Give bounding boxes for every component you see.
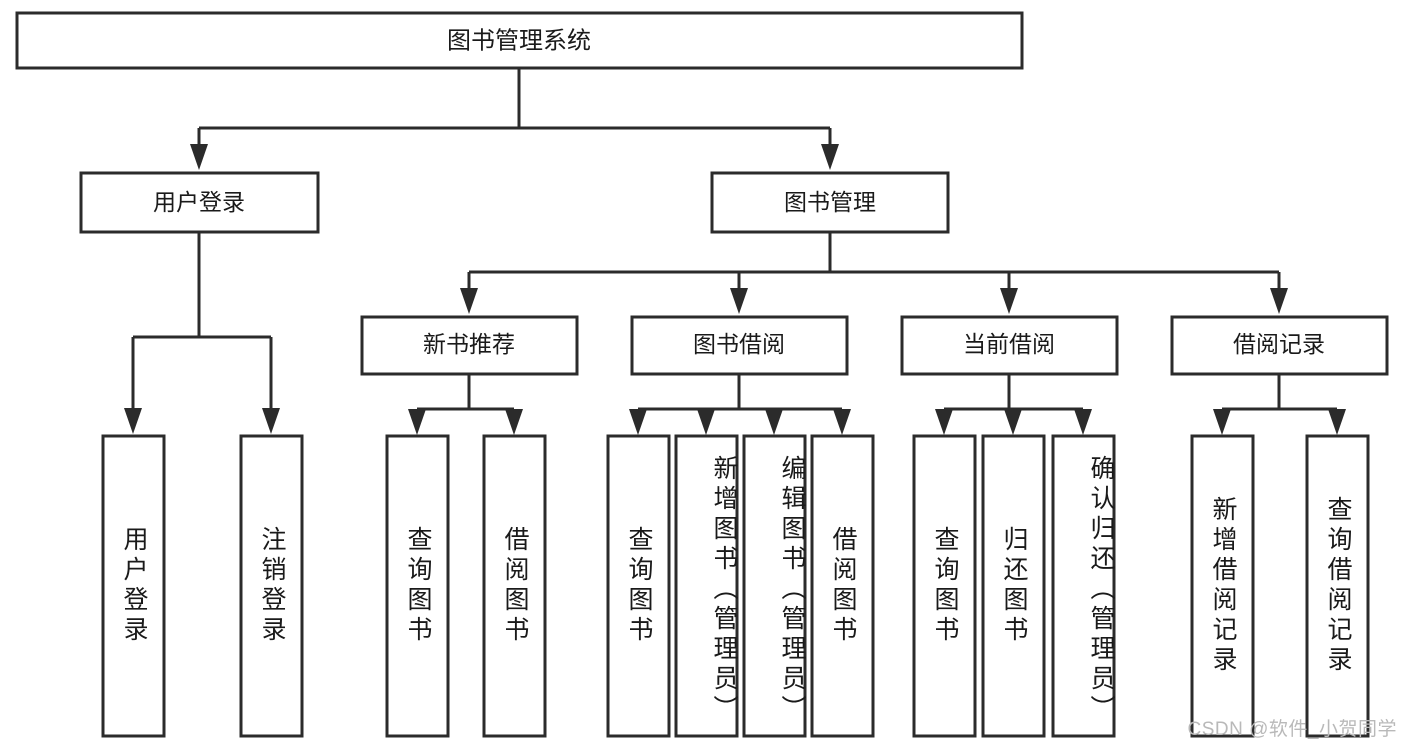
arrow-head-leaf-query-borrow-record (1328, 409, 1346, 435)
leaf-box-add-book-admin[interactable] (674, 434, 739, 738)
arrow-head-leaf-edit-book-admin (765, 409, 783, 435)
arrow-head-leaf-confirm-return-admin (1074, 409, 1092, 435)
connector-group-current-borrow (935, 375, 1092, 435)
arrow-head-current-borrow (1000, 288, 1018, 314)
arrow-head-book-management (821, 144, 839, 170)
leaf-box-add-borrow-record[interactable] (1190, 434, 1255, 738)
leaf-box-confirm-return-admin[interactable] (1051, 434, 1116, 738)
connector-group-book-borrow (629, 375, 851, 435)
arrow-head-new-book-recommend (460, 288, 478, 314)
leaf-box-query-book-2[interactable] (606, 434, 671, 738)
arrow-head-leaf-return-book (1004, 409, 1022, 435)
node-box-book-management[interactable] (710, 171, 950, 234)
node-box-user-login[interactable] (79, 171, 320, 234)
node-label-new-book-recommend: 新书推荐 (423, 331, 515, 357)
connector-group-root (190, 68, 839, 170)
leaf-box-query-borrow-record[interactable] (1305, 434, 1370, 738)
arrow-head-leaf-logout-login (262, 408, 280, 434)
leaf-box-query-book-3[interactable] (912, 434, 977, 738)
node-box-title[interactable] (15, 11, 1024, 70)
node-label-book-borrow: 图书借阅 (693, 331, 785, 357)
node-label-book-management: 图书管理 (784, 189, 876, 215)
arrow-head-leaf-borrow-book-1 (505, 409, 523, 435)
arrow-head-leaf-query-book-2 (629, 409, 647, 435)
node-box-book-borrow[interactable] (630, 315, 849, 376)
leaf-box-logout-login[interactable] (239, 434, 304, 738)
arrow-head-book-borrow (730, 288, 748, 314)
node-box-current-borrow[interactable] (900, 315, 1119, 376)
node-label-user-login: 用户登录 (153, 189, 245, 215)
node-box-new-book-recommend[interactable] (360, 315, 579, 376)
leaf-box-edit-book-admin[interactable] (742, 434, 807, 738)
leaf-box-borrow-book-1[interactable] (482, 434, 547, 738)
arrow-head-leaf-borrow-book-2 (833, 409, 851, 435)
arrow-head-borrow-record (1270, 288, 1288, 314)
arrow-head-user-login (190, 144, 208, 170)
node-label-title: 图书管理系统 (447, 27, 591, 54)
leaf-box-query-book-1[interactable] (385, 434, 450, 738)
leaf-box-user-login[interactable] (101, 434, 166, 738)
connector-group-borrow-record (1213, 375, 1346, 435)
connector-group-book-management (460, 232, 1288, 314)
csdn-watermark: CSDN @软件_小贺同学 (1187, 719, 1397, 740)
node-label-current-borrow: 当前借阅 (963, 331, 1055, 357)
leaf-box-return-book[interactable] (981, 434, 1046, 738)
arrow-head-leaf-query-book-1 (408, 409, 426, 435)
connector-group-new-book-recommend (408, 375, 523, 435)
node-box-borrow-record[interactable] (1170, 315, 1389, 376)
arrow-head-leaf-user-login (124, 408, 142, 434)
leaf-box-borrow-book-2[interactable] (810, 434, 875, 738)
connector-group-user-login (124, 232, 280, 434)
arrow-head-leaf-query-book-3 (935, 409, 953, 435)
node-label-borrow-record: 借阅记录 (1233, 331, 1325, 357)
arrow-head-leaf-add-borrow-record (1213, 409, 1231, 435)
arrow-head-leaf-add-book-admin (697, 409, 715, 435)
